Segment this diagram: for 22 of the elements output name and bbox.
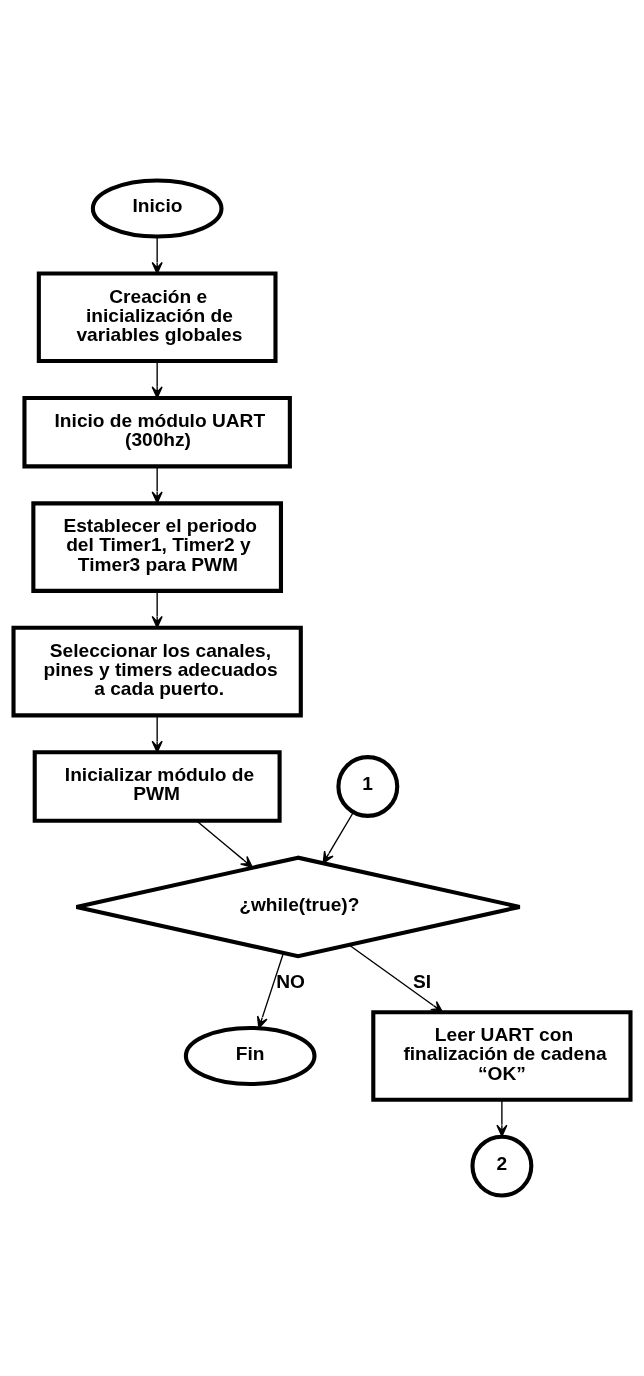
node-box: Establecer el periodo del Timer1, Timer2 y Timer3 para PWM (31, 501, 283, 593)
arrow (151, 714, 163, 753)
node-box: Leer UART con finalización de cadena “OK” (371, 1010, 633, 1102)
node-ellipse: Inicio (90, 178, 224, 239)
edge-label: SI (412, 970, 432, 992)
arrow (151, 590, 163, 629)
arrow (151, 235, 163, 275)
node-box: Creación e inicialización de variables globales (36, 271, 278, 364)
arrow (196, 820, 253, 868)
arrow (322, 811, 355, 864)
arrow (348, 944, 444, 1013)
arrow (496, 1099, 508, 1137)
node-ellipse: Fin (183, 1025, 317, 1087)
node-box: Inicio de módulo UART (300hz) (22, 395, 292, 469)
node-box: Inicializar módulo de PWM (32, 750, 282, 823)
arrow (256, 952, 285, 1029)
node-box: Seleccionar los canales, pines y timers adecuados a cada puerto. (11, 625, 303, 718)
node-circle: 1 (336, 755, 400, 818)
edge-label: NO (276, 970, 305, 992)
arrow (151, 360, 163, 399)
node-circle: 2 (470, 1134, 534, 1198)
arrow (151, 465, 163, 504)
